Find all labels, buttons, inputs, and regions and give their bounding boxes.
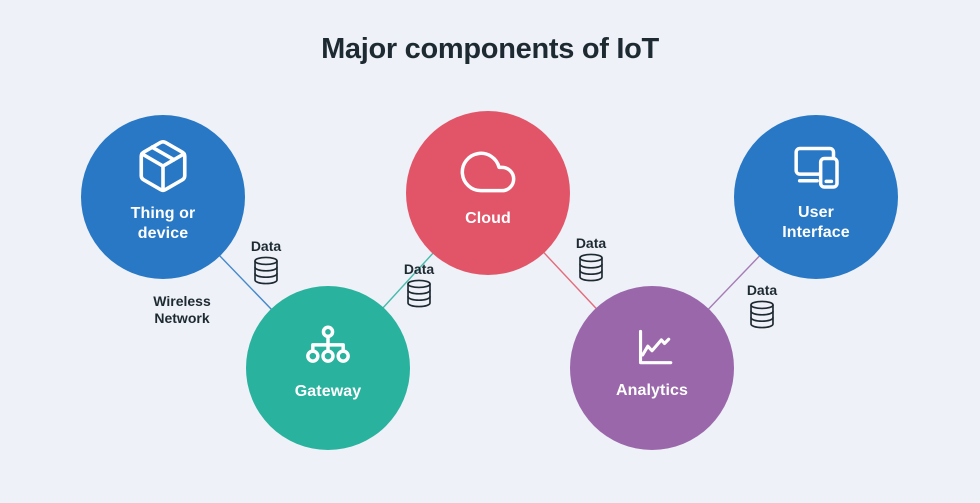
node-label: User Interface [782,203,850,241]
node-label: Analytics [615,381,689,399]
package-icon [134,137,192,195]
node-content: Analytics [616,322,688,401]
network-tree-icon [302,321,354,373]
devices-icon [788,138,844,194]
data-marker-gateway-cloud: Data [393,262,445,314]
data-marker-cloud-analytics: Data [565,236,617,288]
node-content: User Interface [782,138,850,243]
node-thing-or-device: Thing or device [81,115,245,279]
node-label: Thing or device [130,204,196,242]
node-content: Cloud [460,144,516,229]
database-icon [401,278,437,314]
node-analytics: Analytics [570,286,734,450]
node-cloud: Cloud [406,111,570,275]
node-gateway: Gateway [246,286,410,450]
line-chart-icon [627,322,677,372]
node-label: Gateway [294,382,362,400]
wireless-network-label: Wireless Network [153,293,211,326]
data-label: Data [746,282,778,298]
node-content: Gateway [295,321,362,402]
data-marker-analytics-ui: Data [736,283,788,335]
node-content: Thing or device [131,137,196,244]
cloud-icon [460,144,516,200]
data-label: Data [575,235,607,251]
data-label: Data [403,261,435,277]
database-icon [744,299,780,335]
data-marker-thing-gateway: Data [240,239,292,291]
data-label: Data [250,238,282,254]
node-label: Cloud [465,209,511,227]
node-user-interface: User Interface [734,115,898,279]
database-icon [573,252,609,288]
page-title: Major components of IoT [321,33,659,65]
database-icon [248,255,284,291]
